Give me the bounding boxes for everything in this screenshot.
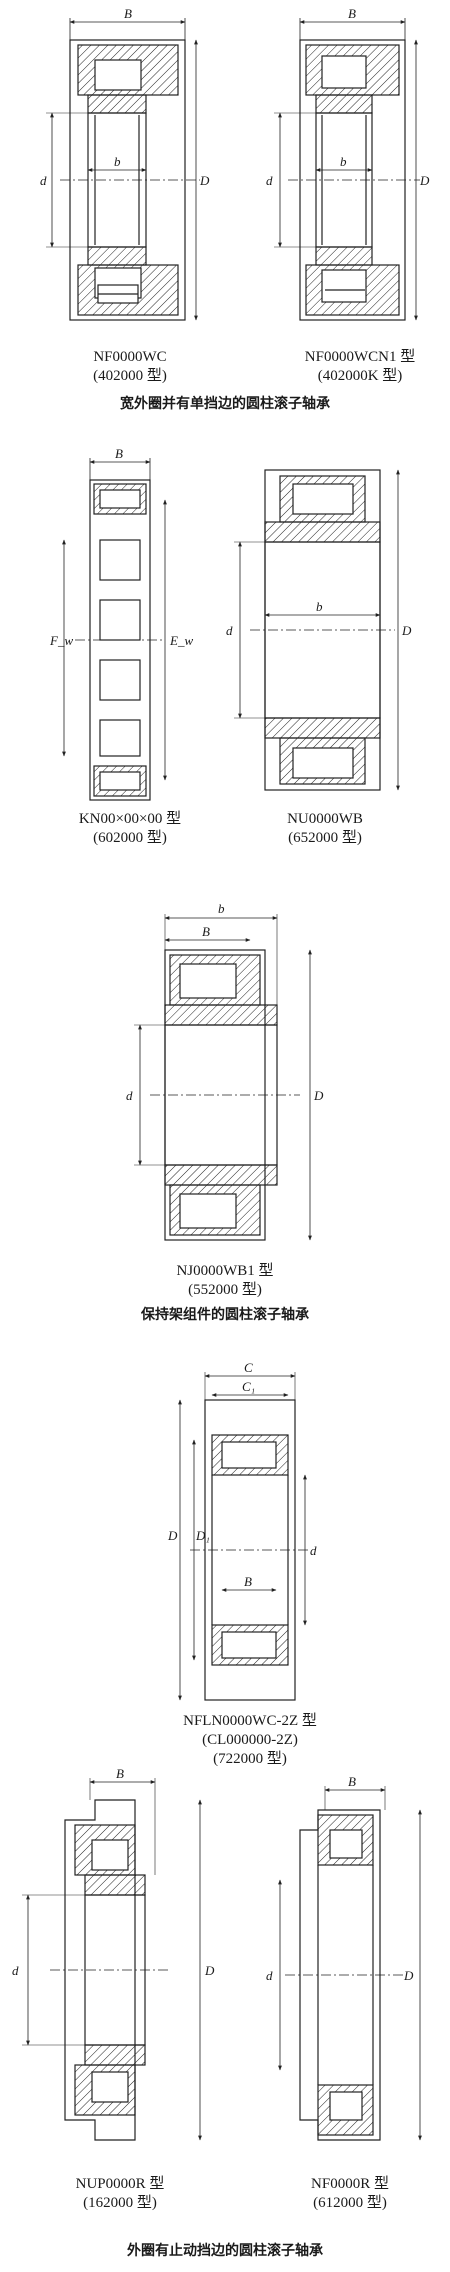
dim-label-f2-b-lower: b: [340, 154, 347, 169]
figure-nj0000wb1: [134, 914, 312, 1241]
dim-label-f5-d: d: [126, 1088, 133, 1103]
dim-label-f1-d: d: [40, 173, 47, 188]
figure-nfln0000wc-2z: [178, 1372, 310, 1701]
caption-f8: NF0000R 型 (612000 型): [280, 2175, 420, 2213]
dim-label-f5-b-lower: B: [202, 924, 210, 939]
caption-f6-series2: (722000 型): [213, 1751, 287, 1767]
caption-f6-model: NFLN0000WC-2Z 型: [183, 1713, 317, 1729]
dim-label-f3-b: B: [115, 446, 123, 461]
section-title-outer-ring-stop-flange: 外圈有止动挡边的圆柱滚子轴承: [127, 2243, 323, 2259]
dim-label-f7-D: D: [204, 1963, 215, 1978]
dim-label-f3-fw: F_w: [49, 633, 73, 648]
figure-nf0000wc: [46, 18, 200, 321]
dim-label-f2-b-upper: B: [348, 6, 356, 21]
caption-f7-series: (162000 型): [83, 2195, 157, 2211]
dim-label-f6-D1: D₁: [195, 1528, 210, 1543]
caption-f8-series: (612000 型): [313, 2195, 387, 2211]
caption-f4-model: NU0000WB: [287, 811, 363, 827]
caption-f4-series: (652000 型): [288, 830, 362, 846]
dim-label-f4-D: D: [401, 623, 412, 638]
dim-label-f5-b-upper: b: [218, 901, 225, 916]
caption-f2-model: NF0000WCN1 型: [304, 349, 416, 365]
caption-f7: NUP0000R 型 (162000 型): [45, 2175, 195, 2213]
caption-f6-series1: (CL000000-2Z): [202, 1732, 298, 1748]
figure-nu0000wb: [234, 469, 400, 791]
dim-label-f7-b: B: [116, 1766, 124, 1781]
caption-f2: NF0000WCN1 型 (402000K 型): [285, 348, 435, 386]
figure-nf0000wcn1: [274, 18, 420, 321]
caption-f1-model: NF0000WC: [93, 349, 167, 365]
caption-f3-model: KN00×00×00 型: [78, 811, 182, 827]
dim-label-f4-d: d: [226, 623, 233, 638]
caption-f2-series: (402000K 型): [317, 368, 403, 384]
section-title-wide-outer-ring: 宽外圈并有单挡边的圆柱滚子轴承: [120, 396, 330, 412]
dim-label-f5-D: D: [313, 1088, 324, 1103]
figure-nf0000r: [278, 1786, 422, 2141]
caption-f4: NU0000WB (652000 型): [255, 810, 395, 848]
dim-label-f1-D: D: [199, 173, 210, 188]
figure-nup0000r: [22, 1778, 202, 2141]
caption-f5-model: NJ0000WB1 型: [176, 1263, 274, 1279]
section-title-cage-assembly: 保持架组件的圆柱滚子轴承: [141, 1307, 309, 1323]
caption-f6: NFLN0000WC-2Z 型 (CL000000-2Z) (722000 型): [140, 1712, 360, 1769]
dim-label-f2-D: D: [419, 173, 430, 188]
dim-label-f6-c1: C₁: [242, 1379, 255, 1394]
caption-f7-model: NUP0000R 型: [75, 2176, 165, 2192]
caption-f3: KN00×00×00 型 (602000 型): [55, 810, 205, 848]
dim-label-f1-b-upper: B: [124, 6, 132, 21]
figure-kn-cage: [62, 458, 167, 801]
dim-label-f8-d: d: [266, 1968, 273, 1983]
caption-f5: NJ0000WB1 型 (552000 型): [150, 1262, 300, 1300]
dim-label-f1-b-lower: b: [114, 154, 121, 169]
caption-f8-model: NF0000R 型: [311, 2176, 389, 2192]
caption-f1-series: (402000 型): [93, 368, 167, 384]
caption-f3-series: (602000 型): [93, 830, 167, 846]
caption-f1: NF0000WC (402000 型): [60, 348, 200, 386]
caption-f5-series: (552000 型): [188, 1282, 262, 1298]
dim-label-f4-b: b: [316, 599, 323, 614]
dim-label-f6-b: B: [244, 1574, 252, 1589]
dim-label-f8-D: D: [403, 1968, 414, 1983]
dim-label-f8-b: B: [348, 1774, 356, 1789]
dim-label-f7-d: d: [12, 1963, 19, 1978]
dim-label-f6-D: D: [167, 1528, 178, 1543]
dim-label-f6-c: C: [244, 1360, 253, 1375]
dim-label-f2-d: d: [266, 173, 273, 188]
dim-label-f3-ew: E_w: [169, 633, 193, 648]
dim-label-f6-d: d: [310, 1543, 317, 1558]
